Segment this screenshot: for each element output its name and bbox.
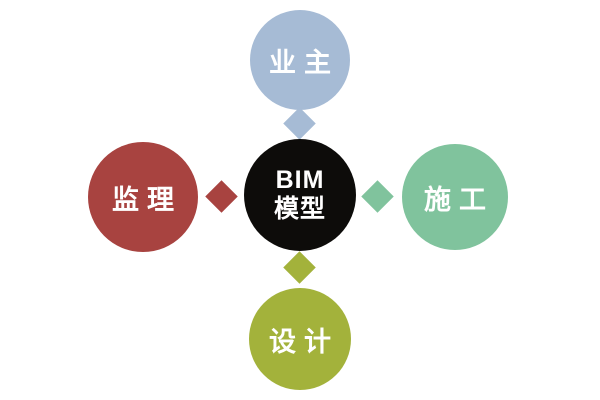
connector-diamond-right	[361, 180, 394, 213]
node-construction: 施工	[402, 144, 508, 250]
node-construction-label: 施工	[424, 184, 494, 215]
node-owner-label: 业主	[269, 47, 339, 78]
node-supervision-label: 监理	[112, 184, 182, 215]
bim-model-label-line2: 模型	[273, 195, 326, 223]
node-design-label: 设计	[269, 326, 339, 357]
connector-diamond-top	[283, 107, 316, 140]
connector-diamond-left	[205, 180, 238, 213]
node-design: 设计	[249, 288, 351, 390]
bim-model-label-line1: BIM	[275, 166, 325, 195]
node-bim-model: BIM 模型	[244, 139, 356, 251]
connector-diamond-bottom	[283, 251, 316, 284]
node-owner: 业主	[250, 10, 350, 110]
node-supervision: 监理	[88, 142, 198, 252]
